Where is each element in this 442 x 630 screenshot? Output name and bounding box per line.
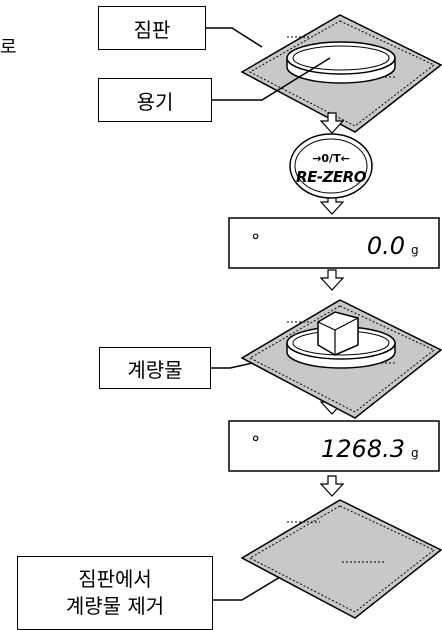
sample-label: 계량물 <box>99 347 211 389</box>
rezero-key-line1: →0/T← <box>312 152 350 165</box>
down-arrow-icon <box>319 112 345 134</box>
empty-weighing-pan <box>240 499 442 619</box>
display-weight: ∘ 1268.3 g <box>228 420 440 472</box>
pan-label: 짐판 <box>98 6 206 50</box>
remove-sample-label: 짐판에서 계량물 제거 <box>17 556 213 630</box>
weighing-pan-with-container <box>240 14 442 133</box>
down-arrow-icon <box>319 269 345 291</box>
stable-indicator-icon: ∘ <box>250 226 261 247</box>
rezero-key-line2: RE-ZERO <box>296 168 367 186</box>
sample-object-icon <box>317 311 359 356</box>
remove-label-line1: 짐판에서 <box>78 567 152 591</box>
display-unit: g <box>411 243 419 257</box>
display-zero: ∘ 0.0 g <box>228 217 440 269</box>
weighing-pan-with-sample <box>240 299 442 419</box>
down-arrow-icon <box>319 475 345 497</box>
remove-label-line2: 계량물 제거 <box>65 594 165 618</box>
side-text: 로 <box>0 37 17 58</box>
display-value: 1268.3 <box>321 435 405 463</box>
display-unit: g <box>411 446 419 460</box>
container-label: 용기 <box>98 78 212 122</box>
stable-indicator-icon: ∘ <box>250 428 261 449</box>
display-value: 0.0 <box>367 232 405 260</box>
container-icon <box>286 41 396 84</box>
rezero-key[interactable]: →0/T← RE-ZERO <box>289 133 373 199</box>
